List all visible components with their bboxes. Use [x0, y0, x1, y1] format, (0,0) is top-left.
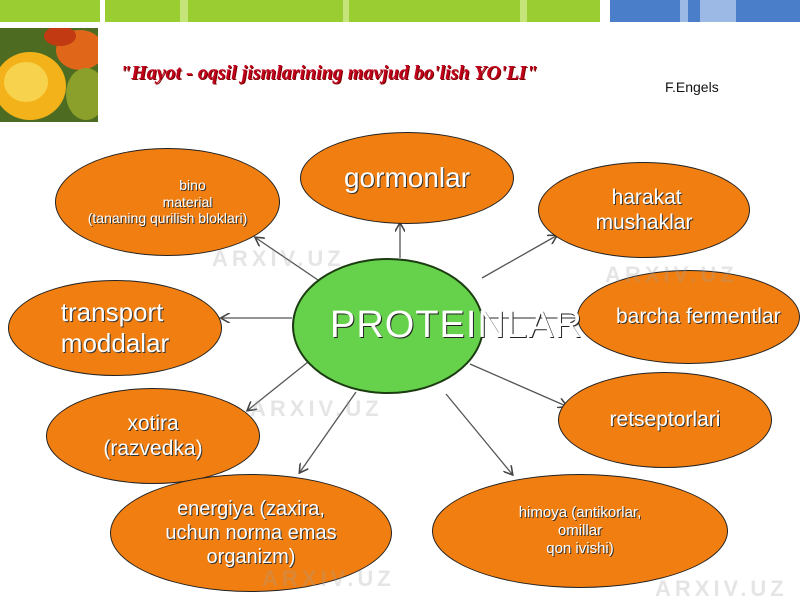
node-fermentlar: barcha fermentlar	[577, 270, 800, 364]
node-gormonlar-label: gormonlar	[343, 162, 471, 194]
header-bar-stripe-3	[520, 0, 527, 22]
slide-title: "Hayot - oqsil jismlarining mavjud bo'li…	[120, 62, 538, 84]
arrow-himoya	[445, 393, 512, 474]
node-transport: transport moddalar	[8, 280, 222, 376]
watermark-5: ARXIV.UZ	[655, 576, 788, 601]
header-bar-stripe-2	[343, 0, 349, 22]
header-bar-stripe	[180, 0, 188, 22]
node-energiya-line-2: uchun norma emas	[165, 522, 337, 544]
node-harakat: harakat mushaklar	[538, 162, 750, 258]
arrow-retseptorlari	[469, 363, 566, 406]
node-retseptorlari-label: retseptorlari	[609, 408, 721, 432]
watermark: ARXIV.UZ	[212, 246, 345, 271]
header-bar-green-2	[105, 0, 600, 22]
node-energiya-line-1: energiya (zaxira,	[177, 498, 325, 520]
node-xotira-line-1: xotira	[127, 411, 179, 435]
node-gormonlar: gormonlar	[300, 132, 514, 224]
node-bino: bino material (tananing qurilish bloklar…	[55, 148, 280, 256]
node-harakat-line-1: harakat	[611, 185, 682, 209]
watermark-2: ARXIV.UZ	[605, 262, 738, 287]
node-transport-line-2: moddalar	[60, 328, 170, 358]
header-bar-blue-stripe-2	[700, 0, 736, 22]
quote-author: F.Engels	[665, 79, 719, 95]
arrow-xotira	[248, 361, 309, 410]
node-energiya: energiya (zaxira, uchun norma emas organ…	[110, 474, 392, 592]
watermark-3: ARXIV.UZ	[250, 396, 383, 421]
arrow-harakat	[481, 236, 556, 279]
node-xotira-line-2: (razvedka)	[103, 437, 203, 460]
node-xotira: xotira (razvedka)	[46, 388, 260, 484]
fruit-image	[0, 28, 98, 122]
node-transport-line-1: transport	[60, 296, 164, 327]
center-node-label: PROTEINLAR	[330, 304, 583, 346]
arrow-energiya	[300, 391, 357, 472]
node-himoya-line-1: himoya (antikorlar,	[518, 504, 642, 521]
header-bar-blue-stripe	[680, 0, 688, 22]
node-himoya-line-3: qon ivishi)	[546, 540, 614, 557]
watermark-4: ARXIV.UZ	[262, 566, 395, 591]
node-bino-line-1: bino	[179, 176, 206, 193]
node-fermentlar-label: barcha fermentlar	[616, 305, 781, 329]
header-bar-green	[0, 0, 100, 22]
node-energiya-line-3: organizm)	[206, 546, 296, 568]
node-harakat-line-2: mushaklar	[595, 211, 693, 234]
node-himoya-line-2: omillar	[557, 522, 603, 539]
node-retseptorlari: retseptorlari	[558, 372, 772, 468]
arrow-bino	[256, 238, 319, 281]
node-bino-line-2: material	[162, 193, 213, 210]
node-himoya: himoya (antikorlar, omillar qon ivishi)	[432, 474, 728, 588]
node-bino-line-3: (tananing qurilish bloklari)	[87, 210, 248, 227]
center-node	[292, 258, 484, 394]
